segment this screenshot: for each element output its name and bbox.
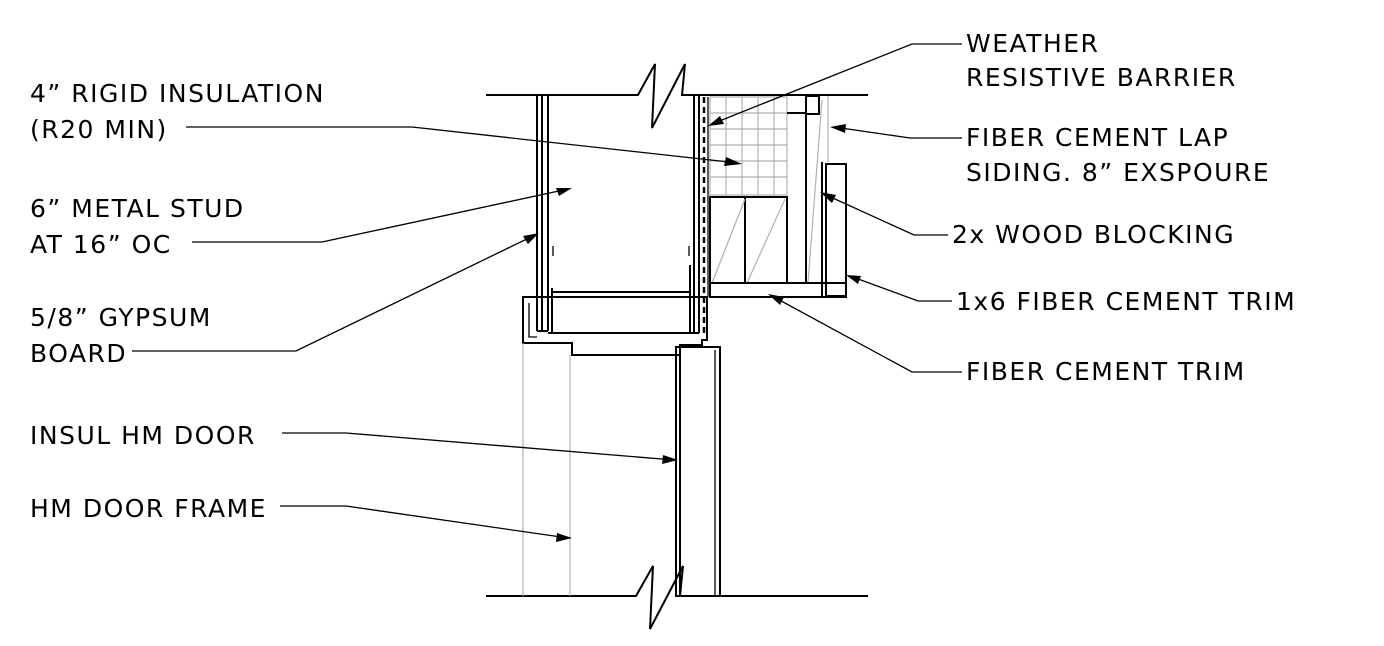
label-insul-hm-door: INSUL HM DOOR	[30, 421, 256, 450]
label-rigid-insulation-line1: 4” RIGID INSULATION	[30, 79, 325, 108]
rigid-insulation-hatch	[709, 96, 788, 196]
trim-1x6-shape	[825, 163, 847, 297]
metal-stud-shape	[548, 95, 700, 334]
label-lap-siding-line1: FIBER CEMENT LAP	[966, 123, 1230, 152]
door-frame-head-shape	[522, 296, 708, 356]
label-lap-siding-line2: SIDING. 8” EXSPOURE	[966, 158, 1271, 187]
label-trim-1x6: 1x6 FIBER CEMENT TRIM	[956, 287, 1297, 316]
wood-blocking-shape	[709, 196, 788, 284]
label-rigid-insulation-line2: (R20 MIN)	[30, 115, 168, 144]
label-hm-door-frame: HM DOOR FRAME	[30, 494, 267, 523]
label-metal-stud-line2: AT 16” OC	[30, 230, 172, 259]
label-fiber-cement-trim: FIBER CEMENT TRIM	[966, 357, 1246, 386]
label-gypsum-board-line1: 5/8” GYPSUM	[30, 303, 212, 332]
door-leaf-shape	[675, 346, 721, 597]
label-weather-barrier-line2: RESISTIVE BARRIER	[966, 63, 1237, 92]
label-gypsum-board-line2: BOARD	[30, 339, 128, 368]
top-break-line	[486, 63, 868, 129]
label-wood-blocking: 2x WOOD BLOCKING	[952, 220, 1236, 249]
gypsum-board-shape	[536, 95, 549, 332]
leader-lines	[132, 43, 962, 542]
label-weather-barrier-line1: WEATHER	[966, 29, 1100, 58]
label-metal-stud-line1: 6” METAL STUD	[30, 194, 245, 223]
